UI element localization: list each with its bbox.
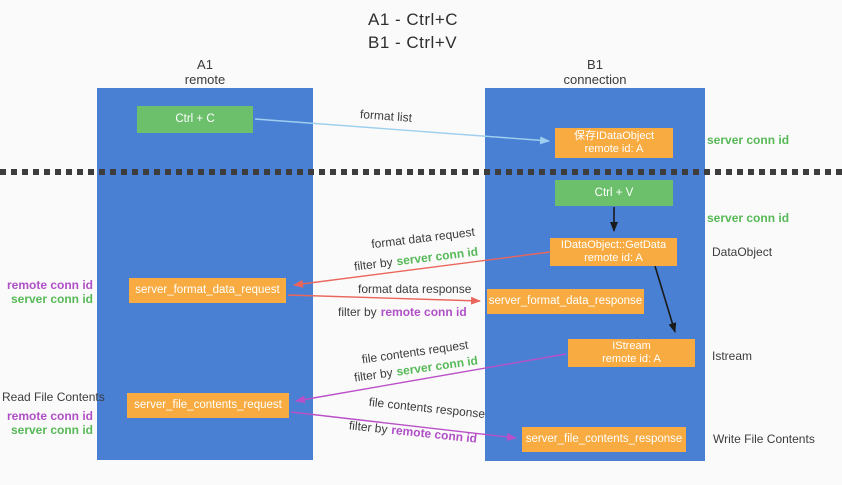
- node-save-idataobject-line2: remote id: A: [584, 143, 644, 155]
- node-server-file-contents-response-label: server_file_contents_response: [525, 433, 683, 445]
- node-server-format-data-response-label: server_format_data_response: [488, 295, 643, 307]
- node-idataobject-getdata: IDataObject::GetData remote id: A: [550, 238, 677, 266]
- node-getdata-line1: IDataObject::GetData: [560, 239, 667, 251]
- node-server-file-contents-request-label: server_file_contents_request: [134, 399, 282, 411]
- label-format-list: format list: [359, 107, 413, 125]
- filter-by-text: filter by: [353, 365, 394, 385]
- column-header-b1: B1 connection: [485, 57, 705, 87]
- column-b1-subtitle: connection: [563, 72, 627, 87]
- node-server-format-data-response: server_format_data_response: [487, 289, 644, 314]
- label-istream: Istream: [712, 349, 753, 363]
- node-istream-line1: IStream: [612, 340, 651, 352]
- filter-by-text: filter by: [348, 418, 389, 437]
- column-header-a1: A1 remote: [97, 57, 313, 87]
- column-a1-subtitle: remote: [184, 72, 226, 87]
- filter-by-text: filter by: [353, 254, 394, 274]
- label-server-conn-id-right-mid: server conn id: [707, 211, 790, 225]
- label-read-file-contents: Read File Contents: [2, 390, 105, 404]
- label-server-conn-id-left-bottom: server conn id: [10, 423, 93, 437]
- node-ctrl-v: Ctrl + V: [555, 180, 673, 206]
- node-istream: IStream remote id: A: [568, 339, 695, 367]
- label-server-conn-id-right-top: server conn id: [707, 133, 790, 147]
- node-ctrl-c: Ctrl + C: [137, 106, 253, 133]
- node-ctrl-v-label: Ctrl + V: [594, 186, 634, 199]
- label-server-conn-id-left-top: server conn id: [10, 292, 93, 306]
- node-istream-line2: remote id: A: [602, 353, 661, 365]
- node-server-format-data-request-label: server_format_data_request: [135, 284, 280, 296]
- title-line-2: B1 - Ctrl+V: [368, 33, 458, 52]
- label-dataobject: DataObject: [712, 245, 773, 259]
- title-line-1: A1 - Ctrl+C: [368, 10, 459, 29]
- node-server-file-contents-request: server_file_contents_request: [127, 393, 289, 418]
- remote-conn-id-text: remote conn id: [390, 422, 478, 446]
- label-write-file-contents: Write File Contents: [713, 432, 815, 446]
- node-save-idataobject-line1: 保存IDataObject: [573, 130, 655, 142]
- server-conn-id-text: server conn id: [395, 244, 479, 269]
- diagram-title: A1 - Ctrl+C B1 - Ctrl+V: [368, 8, 458, 54]
- label-format-data-response: format data response: [358, 282, 472, 296]
- column-b1-name: B1: [587, 57, 603, 72]
- phase-separator-dotted-line: [0, 169, 842, 175]
- column-a1-name: A1: [197, 57, 213, 72]
- node-save-idataobject: 保存IDataObject remote id: A: [555, 128, 673, 158]
- remote-conn-id-text: remote conn id: [380, 305, 467, 319]
- label-remote-conn-id-left-top: remote conn id: [6, 278, 93, 292]
- node-ctrl-c-label: Ctrl + C: [175, 113, 215, 125]
- filter-by-text: filter by: [338, 305, 377, 319]
- label-file-contents-response: file contents response: [368, 394, 486, 422]
- label-remote-conn-id-left-bottom: remote conn id: [6, 409, 93, 423]
- node-server-format-data-request: server_format_data_request: [129, 278, 286, 303]
- node-server-file-contents-response: server_file_contents_response: [522, 427, 686, 452]
- node-getdata-line2: remote id: A: [584, 252, 643, 264]
